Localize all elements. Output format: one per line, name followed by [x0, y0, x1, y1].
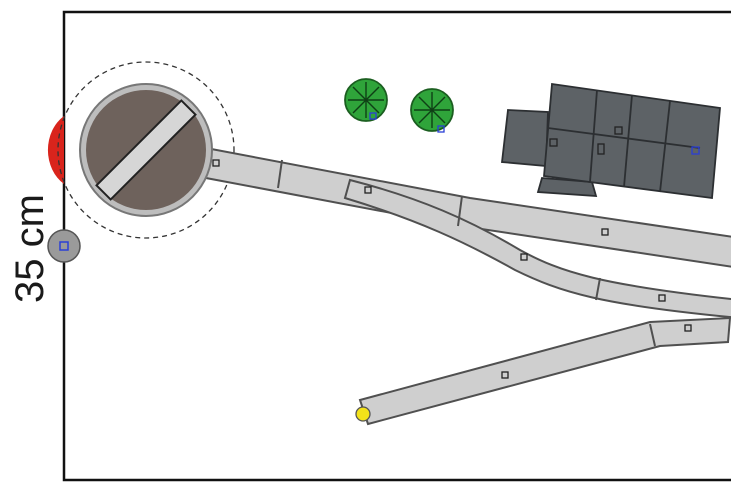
rail-joint — [277, 159, 283, 189]
track-anchors — [212, 159, 692, 379]
diverging-track — [343, 178, 731, 319]
track-anchor — [658, 294, 666, 302]
track-anchor — [684, 324, 692, 332]
track-anchor — [601, 228, 609, 236]
turntable-icon — [79, 83, 213, 217]
rail-joint — [457, 195, 463, 227]
turntable-clearance — [57, 61, 235, 239]
rail-joint — [649, 323, 656, 347]
engine-shed-icon — [501, 82, 721, 200]
edge-marker — [47, 116, 64, 184]
tree-icon — [410, 88, 454, 133]
buffer-stop-icon — [355, 406, 371, 422]
support-post — [47, 229, 81, 263]
track-anchor — [501, 371, 509, 379]
dimension-label: 35 cm — [4, 178, 56, 318]
shed-main — [543, 82, 721, 200]
rail-joint — [595, 277, 601, 301]
track-anchor — [212, 159, 220, 167]
track-anchor — [520, 253, 528, 261]
tree-icon — [344, 78, 388, 122]
track-anchor — [364, 186, 372, 194]
branch-track — [358, 316, 731, 426]
shed-annex — [501, 109, 549, 167]
dimension-text: 35 cm — [7, 193, 52, 303]
post-anchor — [59, 241, 69, 251]
